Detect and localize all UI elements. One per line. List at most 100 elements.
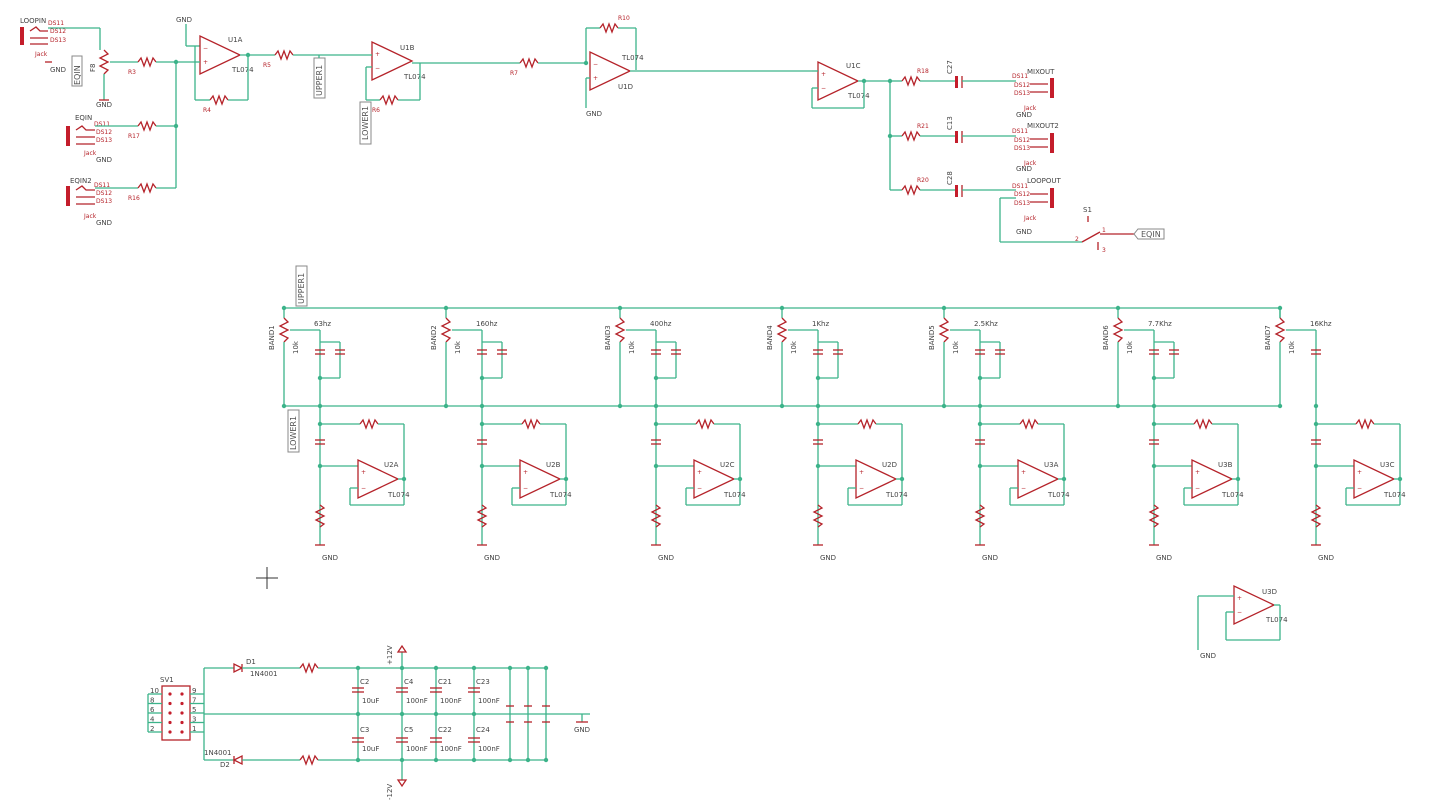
pin-label: DS13	[1014, 145, 1030, 152]
band-opamp-symbol	[1017, 458, 1060, 500]
pin-label: DS13	[96, 137, 112, 144]
input-section: LOOPIN DS11 DS12 DS13 Jack GND EQIN F8 G…	[20, 17, 195, 227]
band-freq-label: 1Khz	[812, 320, 829, 328]
band-pot-label: BAND7	[1264, 325, 1272, 350]
band-pot-value: 10k	[1126, 340, 1134, 354]
band-opamp-symbol	[1191, 458, 1234, 500]
band-opamp-symbol	[357, 458, 400, 500]
opamp-part: TL074	[403, 73, 426, 81]
power-gnd-label: GND	[574, 726, 590, 734]
band-opamp-part: TL074	[1383, 491, 1406, 499]
pin-label: DS13	[96, 198, 112, 205]
pin-label: DS11	[1012, 128, 1028, 135]
svg-text:−: −	[697, 485, 702, 492]
cap-label: C5	[404, 726, 413, 734]
resistor-r4	[209, 94, 229, 106]
resistor-label: R7	[510, 70, 518, 77]
band-pot-label: BAND1	[268, 325, 276, 350]
output-loopout: R20 C28 LOOPOUT DS11 DS12 DS13 Jack GND	[890, 171, 1082, 243]
band-opamp-name: U3B	[1218, 461, 1233, 469]
resistor-label: R20	[917, 177, 929, 184]
svg-text:+: +	[523, 469, 528, 476]
gnd-label: GND	[1318, 554, 1334, 562]
cap-value: 10uF	[362, 697, 379, 705]
band-opamp-part: TL074	[885, 491, 908, 499]
svg-text:−: −	[361, 485, 366, 492]
gnd-label: GND	[586, 110, 602, 118]
band-opamp-part: TL074	[387, 491, 410, 499]
cap-value: 100nF	[406, 697, 428, 705]
band-opamp-symbol	[519, 458, 562, 500]
pot-f8	[98, 49, 110, 75]
band-opamp-part: TL074	[723, 491, 746, 499]
band-opamp-part: TL074	[1047, 491, 1070, 499]
gnd-label: GND	[322, 554, 338, 562]
output-name: LOOPOUT	[1027, 177, 1062, 185]
opamp-u1a-symbol	[199, 34, 242, 76]
opamp-u3d-symbol	[1233, 584, 1276, 626]
pin-label: DS11	[94, 121, 110, 128]
band-pot-label: BAND3	[604, 325, 612, 350]
diode-label: D1	[246, 658, 256, 666]
output-name: MIXOUT2	[1027, 122, 1059, 130]
band-opamp-symbol	[693, 458, 736, 500]
cap-value: 100nF	[440, 697, 462, 705]
band-pot-value: 10k	[454, 340, 462, 354]
crosshair-cursor	[256, 567, 278, 589]
svg-text:+: +	[361, 469, 366, 476]
resistor-label: R3	[128, 69, 136, 76]
cap-label: C21	[438, 678, 452, 686]
svg-text:+: +	[1237, 595, 1242, 602]
svg-text:+: +	[859, 469, 864, 476]
svg-text:−: −	[1237, 609, 1242, 616]
band-pot	[614, 317, 626, 343]
upper-net-flag-top: UPPER1	[313, 55, 326, 99]
resistor-r5	[274, 49, 294, 61]
band-opamp-name: U2A	[384, 461, 399, 469]
band-opamp-name: U3A	[1044, 461, 1059, 469]
pin-label: DS11	[1012, 73, 1028, 80]
band-opamp-name: U2B	[546, 461, 561, 469]
diode-d2	[232, 754, 243, 766]
jack-loopout	[1050, 188, 1054, 208]
cap-label: C3	[360, 726, 369, 734]
opamp-u1b: + − U1B TL074 R6 LOWER1 R7	[359, 40, 586, 145]
band-opamp-name: U3C	[1380, 461, 1395, 469]
opamp-part: TL074	[621, 54, 644, 62]
connector-sv1	[161, 685, 191, 741]
pin-label: DS12	[1014, 191, 1030, 198]
svg-text:1: 1	[1102, 227, 1106, 234]
upper-flag-label: UPPER1	[315, 65, 324, 96]
resistor-r16	[137, 182, 157, 194]
cap-value: 100nF	[440, 745, 462, 753]
output-name: MIXOUT	[1027, 68, 1055, 76]
band-pot	[440, 317, 452, 343]
opamp-part: TL074	[231, 66, 254, 74]
band-opamp-name: U2C	[720, 461, 735, 469]
gnd-label: GND	[96, 156, 112, 164]
band-pot-value: 10k	[628, 340, 636, 354]
lower-flag-label-bands: LOWER1	[289, 416, 298, 450]
resistor-label: R10	[618, 15, 630, 22]
eqin-flag-label: EQIN	[73, 65, 82, 85]
opamp-u3d: + − U3D TL074 GND	[1197, 584, 1288, 660]
jack-label: Jack	[34, 51, 48, 58]
svg-text:−: −	[523, 485, 528, 492]
svg-text:−: −	[593, 61, 598, 68]
cap-label: C28	[946, 171, 954, 185]
switch-s1: S1 2 1 3 EQIN	[1075, 206, 1165, 254]
gnd-label: GND	[50, 66, 66, 74]
band-pot-value: 10k	[292, 340, 300, 354]
band-pot-label: BAND4	[766, 325, 774, 350]
opamp-part: TL074	[847, 92, 870, 100]
diode-d1	[233, 662, 244, 674]
band-pot	[938, 317, 950, 343]
diode-part: 1N4001	[204, 749, 232, 757]
jack-label: Jack	[1023, 160, 1037, 167]
band-pot-label: BAND5	[928, 325, 936, 350]
